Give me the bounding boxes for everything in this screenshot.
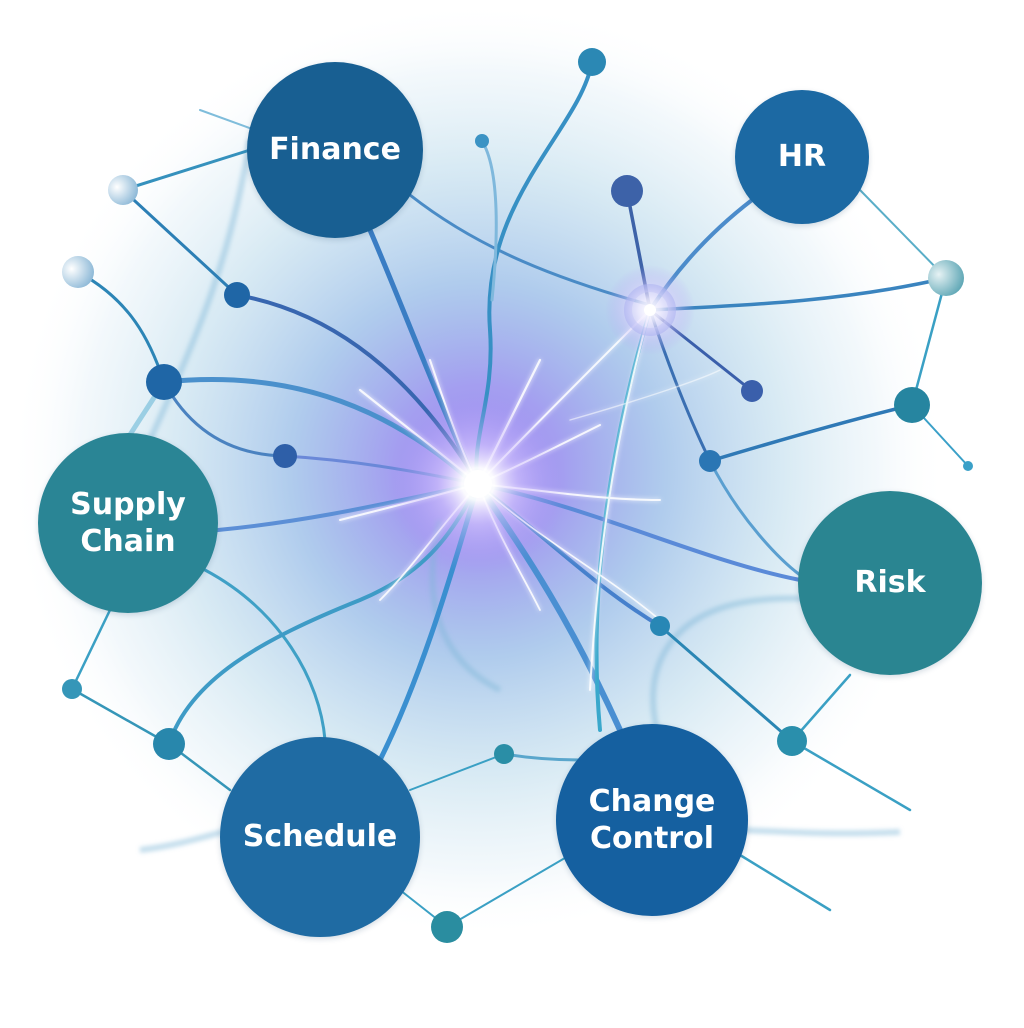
secondary-glow <box>605 265 695 355</box>
satellite-node <box>611 175 643 207</box>
hub-label: Schedule <box>242 819 398 855</box>
hub-risk[interactable]: Risk <box>798 491 982 675</box>
hub-label: Supply Chain <box>70 486 186 560</box>
satellite-node <box>475 134 489 148</box>
satellite-node <box>650 616 670 636</box>
satellite-node <box>777 726 807 756</box>
satellite-node <box>146 364 182 400</box>
satellite-node <box>273 444 297 468</box>
hub-label: HR <box>777 139 827 175</box>
hub-label: Finance <box>269 132 401 168</box>
hub-label: Risk <box>854 565 926 601</box>
hub-hr[interactable]: HR <box>735 90 869 224</box>
hub-schedule[interactable]: Schedule <box>220 737 420 937</box>
satellite-node <box>153 728 185 760</box>
satellite-node <box>431 911 463 943</box>
hub-label: Change Control <box>588 783 716 857</box>
satellite-node <box>108 175 138 205</box>
satellite-nodes <box>62 48 973 943</box>
satellite-node <box>699 450 721 472</box>
satellite-node <box>928 260 964 296</box>
satellite-node <box>224 282 250 308</box>
satellite-node <box>494 744 514 764</box>
satellite-node <box>963 461 973 471</box>
satellite-node <box>741 380 763 402</box>
center-glow <box>388 394 568 574</box>
satellite-node <box>894 387 930 423</box>
hub-finance[interactable]: Finance <box>247 62 423 238</box>
satellite-node <box>62 256 94 288</box>
satellite-node <box>62 679 82 699</box>
hub-change-control[interactable]: Change Control <box>556 724 748 916</box>
satellite-node <box>578 48 606 76</box>
hub-supply-chain[interactable]: Supply Chain <box>38 433 218 613</box>
